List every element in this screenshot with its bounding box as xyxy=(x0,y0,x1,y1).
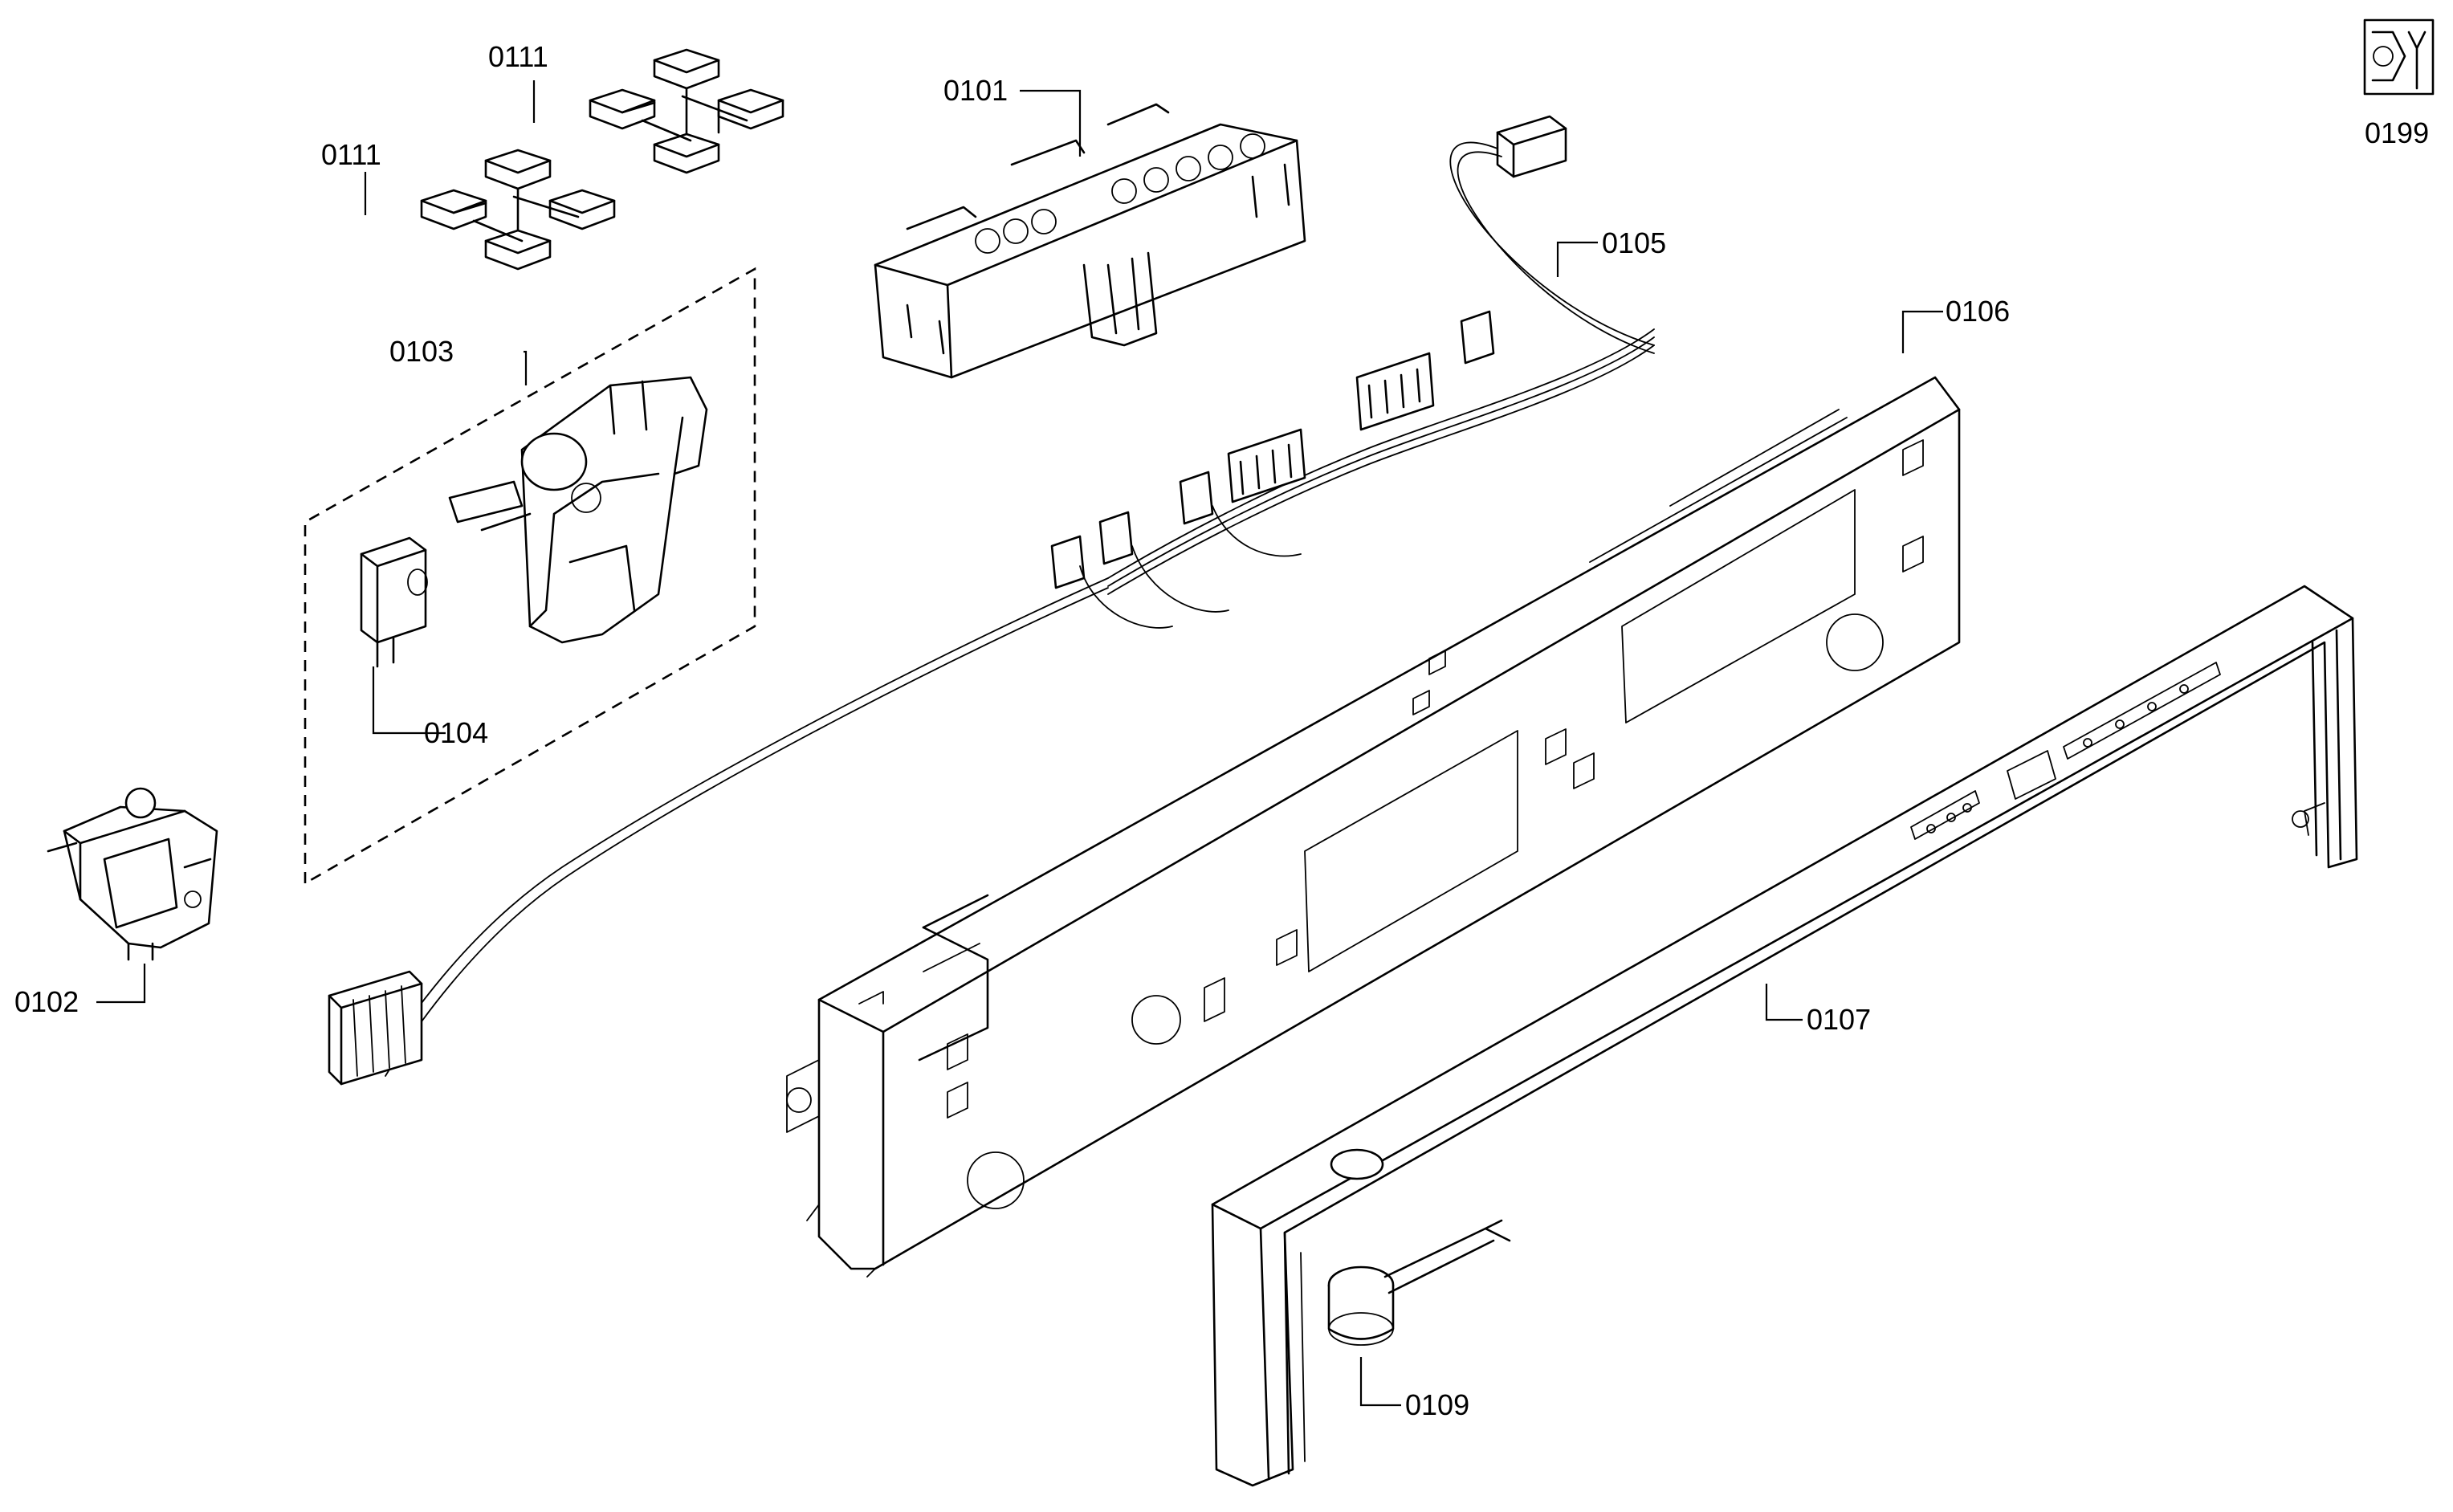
part-0109-sensor[interactable] xyxy=(1327,1219,1511,1346)
label-0101[interactable]: 0101 xyxy=(943,74,1008,107)
label-0107[interactable]: 0107 xyxy=(1807,1003,1871,1036)
label-0111-upper[interactable]: 0111 xyxy=(488,40,548,73)
part-0106-inner-panel[interactable] xyxy=(786,376,1961,1278)
wrench-nut-icon[interactable] xyxy=(2363,18,2435,96)
part-0111-relay-cluster-lower[interactable] xyxy=(420,149,616,271)
label-0103[interactable]: 0103 xyxy=(389,335,454,368)
label-0111-lower[interactable]: 0111 xyxy=(321,138,381,171)
part-0102-actuator[interactable] xyxy=(47,787,218,961)
leader-lines xyxy=(96,80,1943,1407)
part-0103-door-lock[interactable] xyxy=(448,376,708,644)
label-0102[interactable]: 0102 xyxy=(14,985,79,1018)
part-labels: 0101 0102 0103 0104 0105 0106 0107 0109 … xyxy=(14,40,2429,1421)
label-0109[interactable]: 0109 xyxy=(1405,1388,1469,1421)
part-0101-control-module[interactable] xyxy=(874,103,1306,379)
label-0199[interactable]: 0199 xyxy=(2365,116,2429,149)
part-0111-relay-cluster-upper[interactable] xyxy=(589,48,784,174)
part-group-dashed-outline xyxy=(304,267,756,886)
label-0105[interactable]: 0105 xyxy=(1602,226,1666,259)
part-0104-switch[interactable] xyxy=(360,536,428,668)
label-0104[interactable]: 0104 xyxy=(424,716,488,749)
part-0107-front-trim[interactable] xyxy=(1211,585,2358,1487)
part-0105-wire-harness[interactable] xyxy=(328,115,1655,1086)
label-0106[interactable]: 0106 xyxy=(1946,295,2010,328)
